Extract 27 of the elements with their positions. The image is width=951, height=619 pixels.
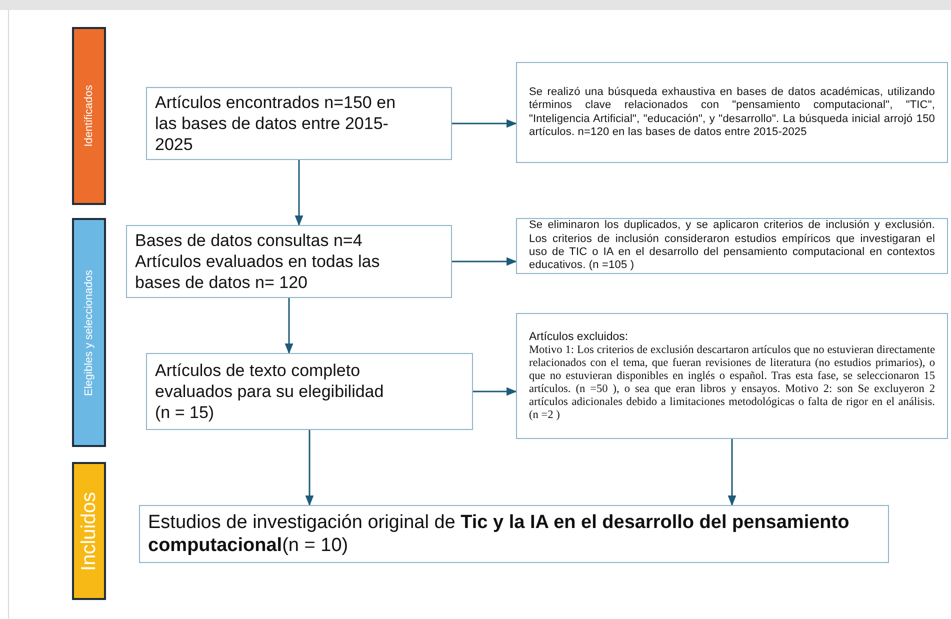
arrow — [728, 439, 736, 506]
result-box — [139, 505, 889, 563]
process-text: Bases de datos consultas n=4 Artículos evaluados en todas las bases de datos n= 120 — [134, 230, 381, 293]
note-box — [516, 313, 948, 439]
arrow — [305, 430, 314, 506]
arrow — [294, 160, 304, 226]
note-text: Motivo 1: Los criterios de exclusión descartaron artículos que no estuvieran directamente relacionados con el tema, que fueran revisiones de literatura (no estudios primarios), o que no estuvieran disponibles en inglés o español. Tras esta fase, se seleccionaron 15 artículos. (n =50 ), o sea que eran libros y ensayos. Motivo 2: son Se excluyeron 2 artículos adicionales debido a limitaciones metodológicas o falta de rigor en el análisis. (n =2 ) — [528, 344, 936, 422]
process-text: Artículos encontrados n=150 en las bases de datos entre 2015-2025 — [154, 92, 397, 155]
phase-label: Identificados — [83, 85, 95, 147]
arrow — [473, 387, 518, 396]
arrow — [452, 119, 518, 128]
note-heading: Artículos excluidos: — [528, 330, 630, 344]
process-text: Artículos de texto completo evaluados para su elegibilidad (n = 15) — [154, 360, 385, 423]
phase-label: Incluidos — [78, 492, 100, 570]
note-text: Se realizó una búsqueda exhaustiva en bases de datos académicas, utilizando términos clave relacionados con "pensamiento computacional", "TIC", "Inteligencia Artificial", "educación", y "desarrollo". La búsqueda inicial arrojó 150 artículos. n=120 en las bases de datos entre 2015-2025 — [528, 86, 936, 140]
note-text: Se eliminaron los duplicados, y se aplicaron criterios de inclusión y exclusión. Los criterios de inclusión consideraron estudios empíricos que investigaran el uso de TIC o IA en el desarrollo del pensamiento computacional en contextos educativos. (n =105 ) — [528, 219, 936, 273]
phase-label: Elegibles y seleccionados — [83, 270, 95, 396]
process-box — [126, 225, 452, 298]
result-text: Estudios de investigación original de Tic y la IA en el desarrollo del pensamiento computacional(n = 10) — [147, 511, 850, 557]
process-box — [146, 87, 452, 160]
phase-band — [72, 462, 106, 600]
phase-band — [72, 27, 106, 205]
arrow — [452, 257, 518, 266]
note-box — [516, 62, 948, 163]
process-box — [146, 353, 473, 430]
arrow — [284, 298, 294, 354]
phase-band — [72, 218, 106, 447]
